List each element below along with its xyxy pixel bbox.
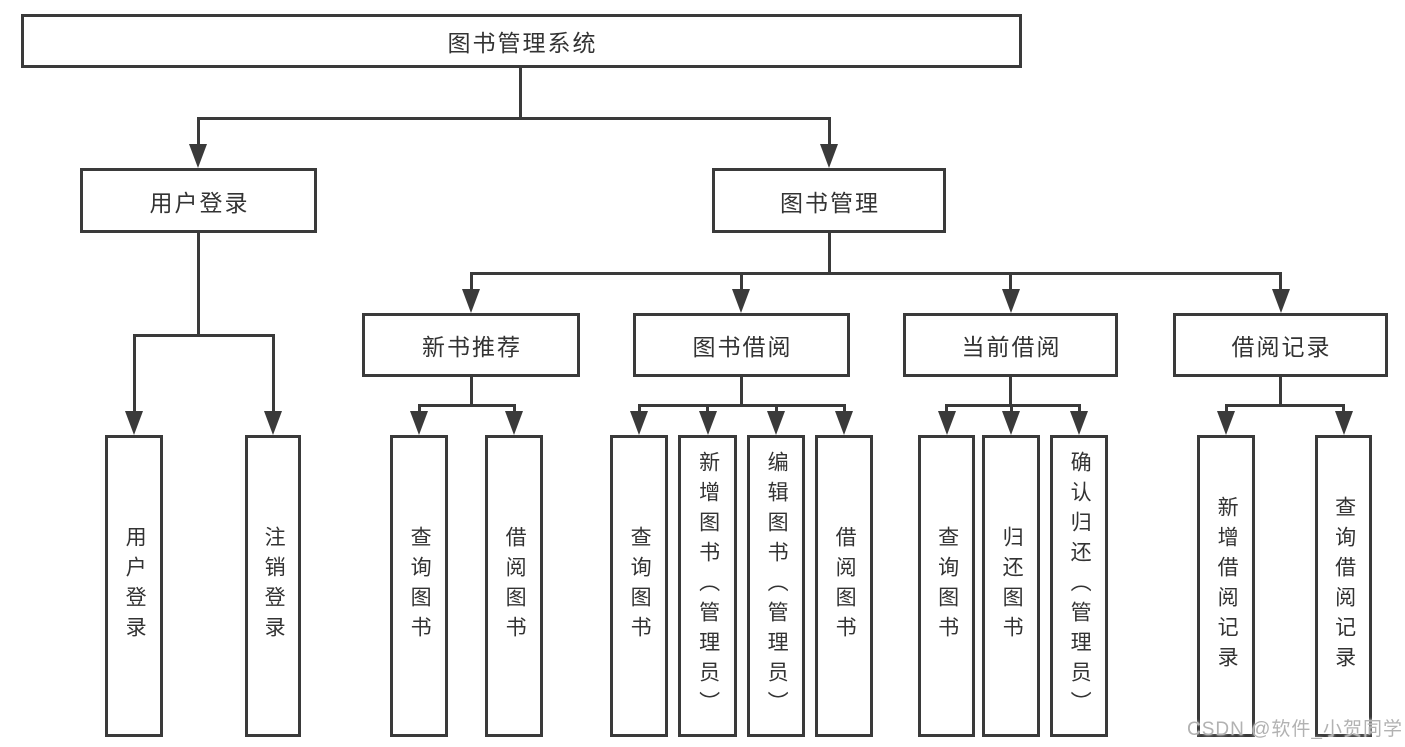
- node-leaf-query-borrow-record: 查询借阅记录: [1315, 435, 1372, 737]
- node-leaf-edit-books-admin: 编辑图书（管理员）: [747, 435, 805, 737]
- arrowhead-down-icon: [1217, 411, 1235, 435]
- connector-vline: [1009, 404, 1013, 416]
- connector-vline: [706, 404, 709, 416]
- node-label: 查询图书: [935, 526, 959, 646]
- node-leaf-query-books-current: 查询图书: [918, 435, 975, 737]
- arrowhead-down-icon: [1271, 289, 1290, 313]
- node-label: 用户登录: [123, 526, 147, 646]
- arrowhead-down-icon: [732, 289, 750, 313]
- arrowhead-down-icon: [835, 411, 853, 435]
- connector-vline: [739, 377, 743, 407]
- arrowhead-down-icon: [820, 144, 838, 168]
- connector-vline: [1279, 377, 1282, 407]
- connector-vline: [196, 233, 200, 337]
- connector-vline: [512, 404, 516, 416]
- connector-hline: [417, 404, 516, 407]
- node-label: 借阅记录: [1231, 334, 1332, 360]
- arrowhead-down-icon: [410, 411, 428, 435]
- arrowhead-down-icon: [630, 411, 648, 435]
- node-label: 查询图书: [408, 526, 432, 646]
- node-label: 借阅图书: [833, 526, 857, 646]
- connector-vline: [637, 404, 641, 416]
- connector-hline: [132, 334, 275, 337]
- connector-vline: [196, 118, 200, 152]
- node-borrowing-records: 借阅记录: [1173, 313, 1388, 377]
- arrowhead-down-icon: [125, 411, 143, 435]
- connector-hline: [1224, 404, 1345, 407]
- connector-vline: [945, 404, 948, 416]
- node-leaf-add-books-admin: 新增图书（管理员）: [678, 435, 737, 737]
- node-book-borrowing: 图书借阅: [633, 313, 850, 377]
- connector-vline: [827, 233, 831, 275]
- connector-vline: [1342, 404, 1345, 416]
- arrowhead-down-icon: [1334, 411, 1353, 435]
- node-label: 借阅图书: [503, 526, 527, 646]
- connector-vline: [1077, 404, 1081, 416]
- arrowhead-down-icon: [462, 289, 480, 313]
- node-leaf-borrow-books-borrowing: 借阅图书: [815, 435, 873, 737]
- node-leaf-add-borrow-record: 新增借阅记录: [1197, 435, 1255, 737]
- node-label: 当前借阅: [961, 334, 1062, 360]
- connector-vline: [132, 334, 136, 413]
- node-label: 编辑图书（管理员）: [765, 451, 789, 721]
- connector-vline: [1224, 404, 1228, 416]
- arrowhead-down-icon: [1001, 289, 1020, 313]
- node-library-system: 图书管理系统: [21, 14, 1022, 68]
- arrowhead-down-icon: [937, 411, 956, 435]
- arrowhead-down-icon: [1002, 411, 1020, 435]
- node-leaf-query-books-borrowing: 查询图书: [610, 435, 668, 737]
- connector-vline: [469, 273, 473, 294]
- node-label: 图书借阅: [692, 334, 793, 360]
- connector-hline: [637, 404, 846, 407]
- node-label: 新增图书（管理员）: [696, 451, 720, 721]
- csdn-watermark: CSDN @软件_小贺同学: [1187, 719, 1403, 740]
- node-book-management: 图书管理: [712, 168, 946, 233]
- node-label: 注销登录: [262, 526, 286, 646]
- connector-vline: [1009, 377, 1012, 407]
- node-label: 新书推荐: [422, 334, 522, 360]
- connector-vline: [1279, 273, 1282, 294]
- node-leaf-return-books: 归还图书: [982, 435, 1040, 737]
- node-leaf-query-books-recommend: 查询图书: [390, 435, 448, 737]
- connector-vline: [1009, 273, 1012, 294]
- node-label: 查询借阅记录: [1332, 496, 1356, 676]
- connector-vline: [739, 273, 743, 294]
- node-label: 用户登录: [149, 189, 250, 216]
- node-label: 归还图书: [1000, 526, 1024, 646]
- node-leaf-user-login: 用户登录: [105, 435, 163, 737]
- connector-vline: [827, 118, 831, 152]
- node-label: 确认归还（管理员）: [1068, 451, 1092, 721]
- connector-hline: [196, 117, 831, 120]
- connector-vline: [842, 404, 846, 416]
- connector-vline: [469, 377, 473, 407]
- node-user-login: 用户登录: [80, 168, 317, 233]
- connector-vline: [774, 404, 778, 416]
- arrowhead-down-icon: [264, 411, 282, 435]
- node-leaf-borrow-books-recommend: 借阅图书: [485, 435, 543, 737]
- node-new-book-recommend: 新书推荐: [362, 313, 580, 377]
- node-label: 图书管理系统: [447, 30, 598, 56]
- connector-vline: [417, 404, 421, 416]
- connector-vline: [271, 334, 275, 413]
- node-label: 图书管理: [780, 189, 880, 216]
- node-current-borrowing: 当前借阅: [903, 313, 1118, 377]
- node-leaf-confirm-return-admin: 确认归还（管理员）: [1050, 435, 1108, 737]
- node-leaf-logout: 注销登录: [245, 435, 301, 737]
- node-label: 查询图书: [628, 526, 652, 646]
- connector-vline: [518, 68, 522, 120]
- arrowhead-down-icon: [767, 411, 785, 435]
- arrowhead-down-icon: [1070, 411, 1088, 435]
- arrowhead-down-icon: [505, 411, 523, 435]
- arrowhead-down-icon: [698, 411, 717, 435]
- node-label: 新增借阅记录: [1215, 496, 1239, 676]
- connector-hline: [945, 404, 1081, 407]
- connector-hline: [469, 272, 1282, 275]
- arrowhead-down-icon: [189, 144, 207, 168]
